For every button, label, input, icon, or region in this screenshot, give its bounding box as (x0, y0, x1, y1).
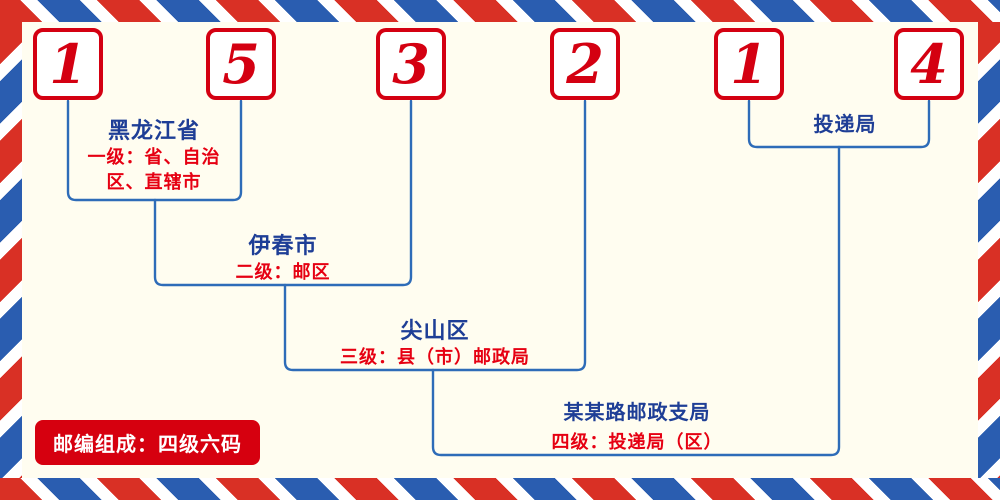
level-1-desc: 一级：省、自治区、直辖市 (87, 147, 221, 193)
level-3-place: 尖山区 (400, 319, 470, 344)
level-4-desc: 四级：投递局（区） (551, 432, 723, 453)
envelope-border-bottom (0, 478, 1000, 500)
envelope-border-top (0, 0, 1000, 22)
envelope-border-right (978, 22, 1000, 478)
level-4-place: 某某路邮政支局 (563, 400, 711, 424)
envelope-border-left (0, 22, 22, 478)
composition-badge: 邮编组成：四级六码 (35, 420, 260, 465)
digit-box-4: 2 (550, 28, 620, 100)
digit-box-2: 5 (206, 28, 276, 100)
level-3-desc: 三级：县（市）邮政局 (340, 347, 530, 368)
digit-box-3: 3 (376, 28, 446, 100)
digit-box-1: 1 (33, 28, 103, 100)
digit-box-6: 4 (894, 28, 964, 100)
delivery-office-label: 投递局 (813, 112, 877, 136)
level-2-place: 伊春市 (248, 234, 318, 259)
level-2-desc: 二级：邮区 (235, 262, 331, 283)
digit-box-5: 1 (714, 28, 784, 100)
level-1-place: 黑龙江省 (107, 119, 201, 144)
